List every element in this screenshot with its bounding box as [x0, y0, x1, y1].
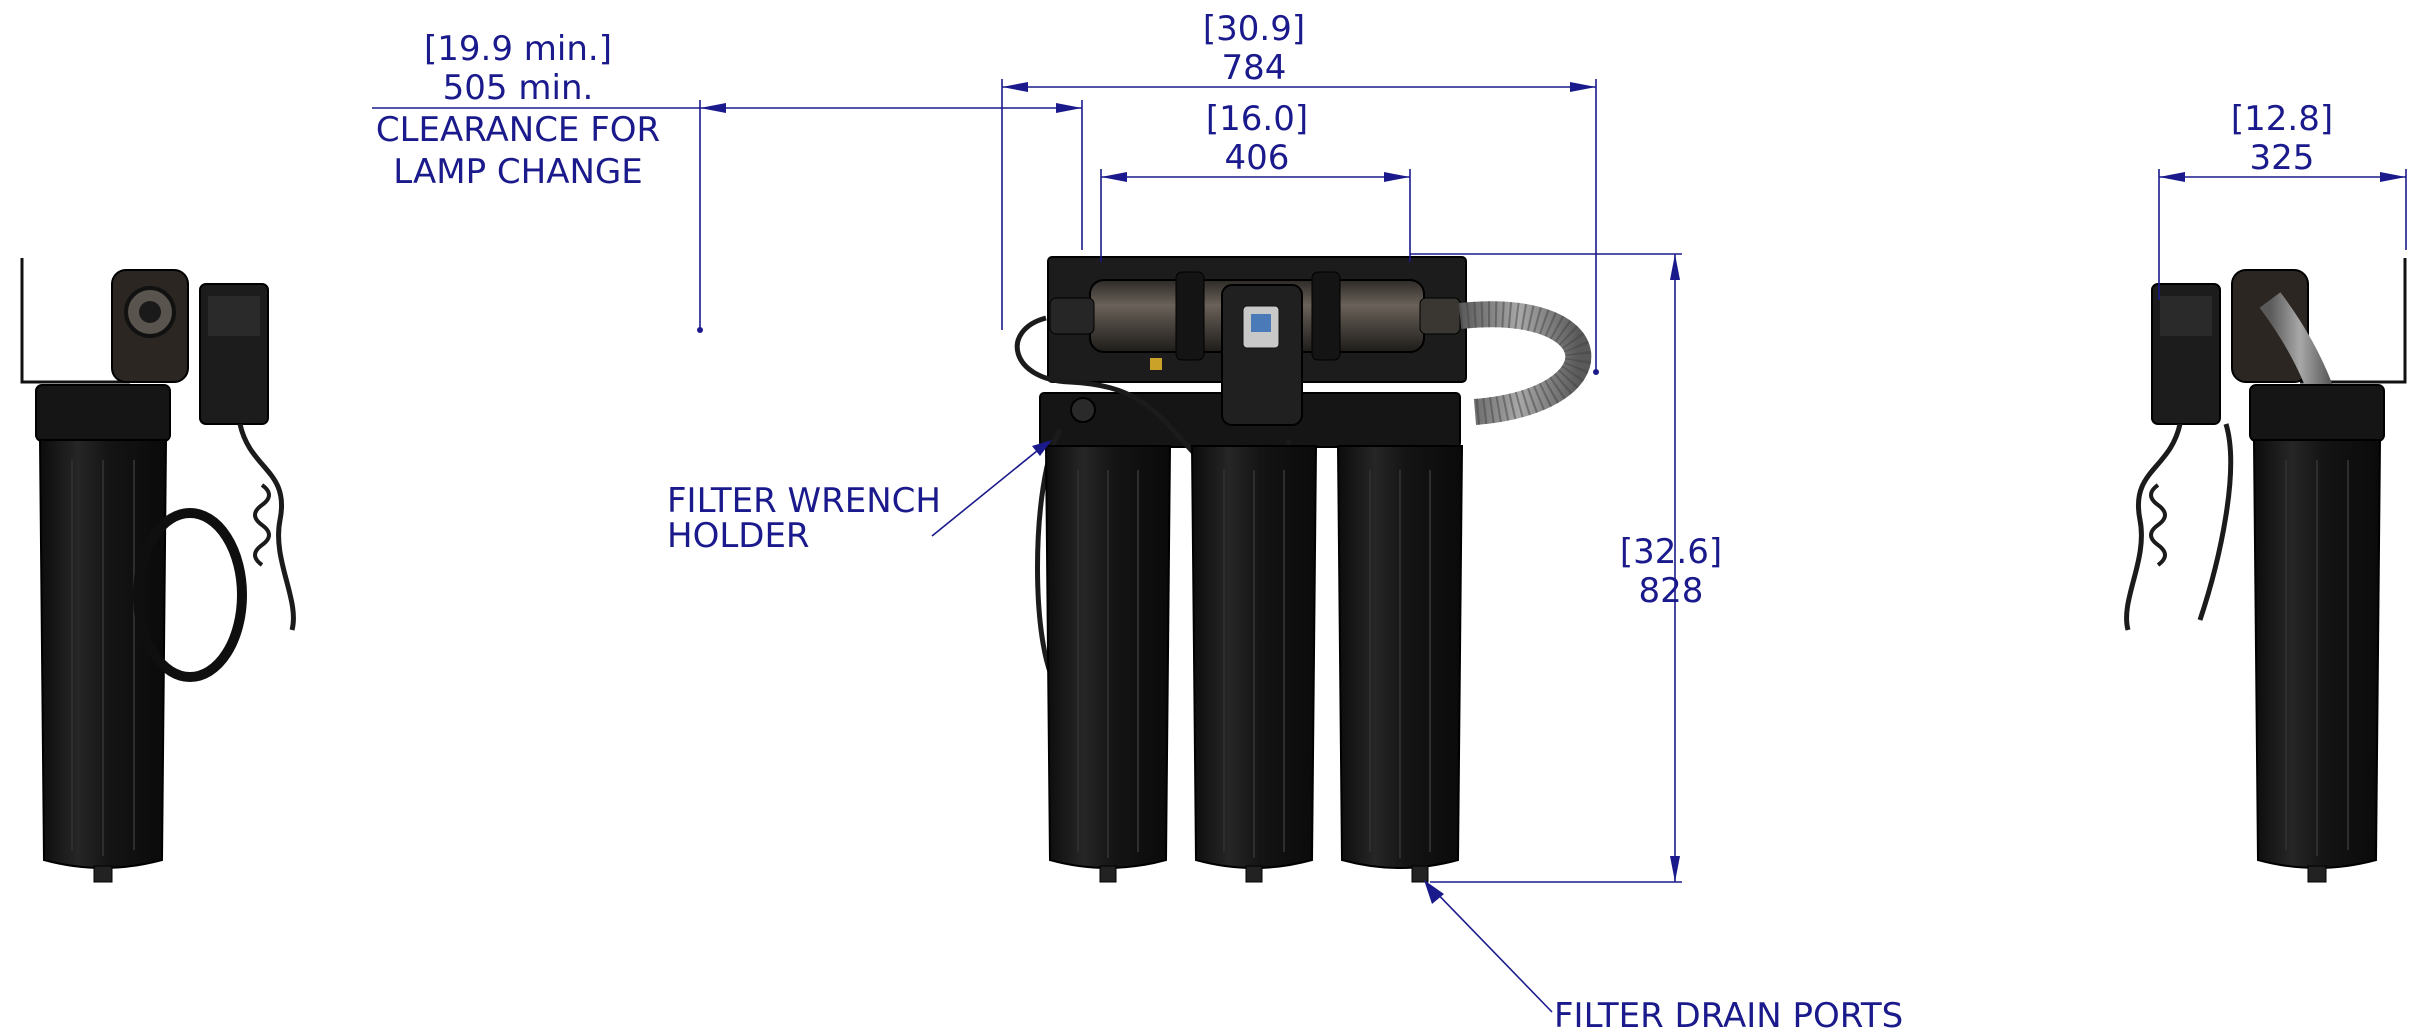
filter-spacing-mm-label: 406 — [1225, 138, 1290, 178]
wrench-callout-line2: HOLDER — [667, 516, 810, 556]
drain-port-3 — [1411, 865, 1429, 883]
uv-lamp-socket-inner — [139, 301, 161, 323]
clearance-note-line2: LAMP CHANGE — [393, 152, 642, 192]
right-uv-lamp-end — [2231, 269, 2309, 383]
steel-hose — [1458, 301, 1592, 425]
mounting-bracket — [20, 258, 130, 384]
drain-port-1 — [1099, 865, 1117, 883]
drain-ports-callout: FILTER DRAIN PORTS — [1554, 996, 1903, 1036]
filter-spacing-inch-label: [16.0] — [1206, 99, 1308, 139]
uv-inlet-fitting — [1049, 297, 1095, 335]
dimension-labels: [19.9 min.] 505 min. CLEARANCE FOR LAMP … — [376, 9, 2333, 1036]
drain-port-2 — [1245, 865, 1263, 883]
wrench-callout-line1: FILTER WRENCH — [667, 481, 941, 521]
filter-head — [35, 384, 171, 442]
power-cord — [237, 423, 296, 631]
dimension-lines — [372, 79, 2407, 1013]
right-side-view — [2124, 258, 2407, 883]
left-side-view — [20, 258, 296, 883]
clearance-inch-label: [19.9 min.] — [424, 29, 612, 69]
height-mm-label: 828 — [1639, 571, 1704, 611]
wrench-holder-knob — [1070, 397, 1096, 423]
right-mounting-bracket — [2300, 258, 2407, 384]
clearance-mm-label: 505 min. — [443, 68, 594, 108]
right-drain-port — [2307, 865, 2327, 883]
power-cord-coil — [253, 483, 271, 567]
depth-mm-label: 325 — [2250, 138, 2315, 178]
overall-width-mm-label: 784 — [1222, 48, 1287, 88]
drain-port — [93, 865, 113, 883]
right-power-cord — [2124, 423, 2183, 631]
uv-outlet-fitting — [1419, 297, 1461, 335]
ballast-detail — [208, 296, 260, 336]
yellow-label — [1150, 358, 1162, 370]
right-filter-head — [2249, 384, 2385, 442]
uv-clamp-right — [1311, 271, 1341, 361]
clearance-note-line1: CLEARANCE FOR — [376, 110, 660, 150]
overall-width-inch-label: [30.9] — [1203, 9, 1305, 49]
height-inch-label: [32.6] — [1620, 532, 1722, 572]
filter-wrench — [133, 508, 247, 682]
depth-inch-label: [12.8] — [2231, 99, 2333, 139]
uv-controller — [1221, 284, 1303, 426]
front-view — [1014, 256, 1592, 883]
uv-clamp-left — [1175, 271, 1205, 361]
controller-screen — [1251, 314, 1271, 332]
